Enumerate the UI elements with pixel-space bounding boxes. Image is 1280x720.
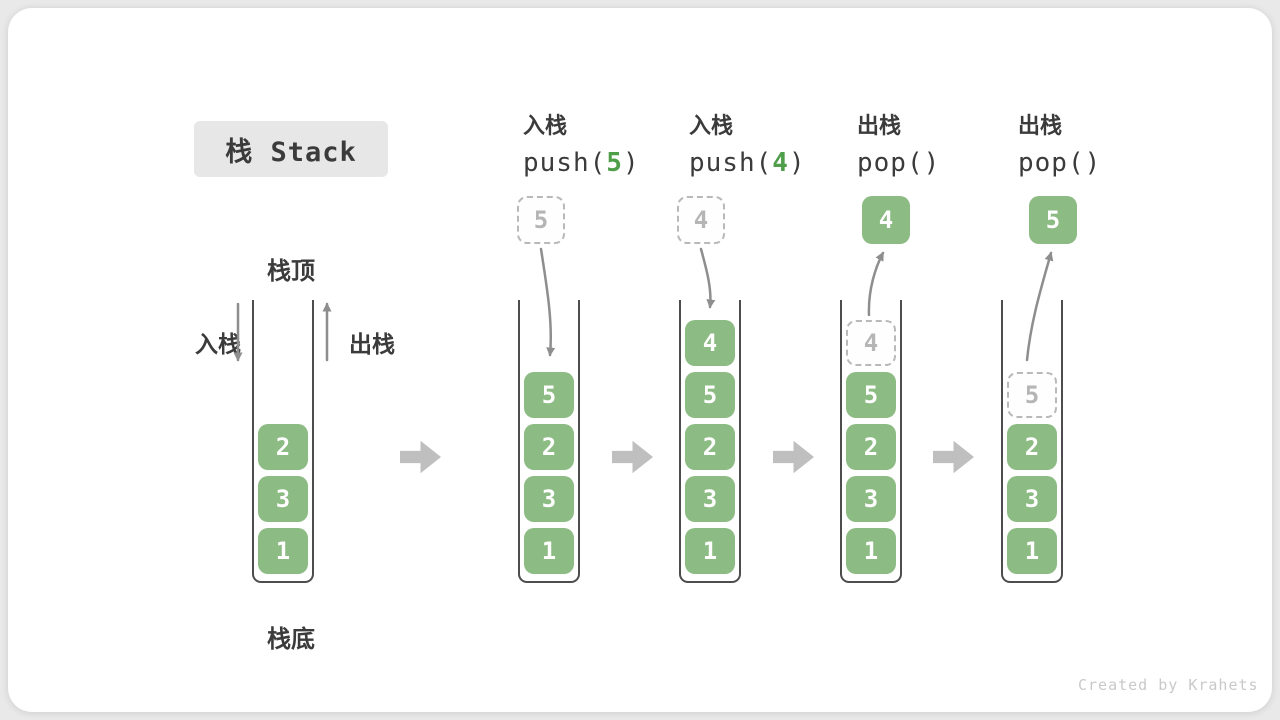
operation-name: 入栈 — [689, 113, 734, 138]
stack-cell: 3 — [846, 476, 896, 522]
floating-popped-value-box: 5 — [1029, 196, 1077, 244]
pop-label: 出栈 — [349, 331, 395, 357]
stack-cell: 3 — [258, 476, 308, 522]
operation-label-pop-2: 出栈 pop() — [1018, 111, 1188, 178]
stack-bottom-label: 栈底 — [267, 626, 315, 653]
stack-cell: 1 — [258, 528, 308, 574]
code-argument: 4 — [772, 148, 789, 178]
stack-container-4 — [840, 300, 902, 583]
stack-cell-placeholder: 4 — [846, 320, 896, 366]
stack-cell: 2 — [258, 424, 308, 470]
code-argument: 5 — [606, 148, 623, 178]
diagram-layer: 2 3 1 5 2 3 1 5 4 5 2 3 1 4 4 5 2 3 1 4 5 2 3 1 5 — [8, 8, 1272, 712]
stack-cell: 3 — [524, 476, 574, 522]
stack-container-2 — [518, 300, 580, 583]
operation-code: push(5) — [523, 148, 640, 178]
operation-label-push-4: 入栈 push(4) — [689, 111, 859, 178]
stack-cell: 1 — [846, 528, 896, 574]
stack-cell-placeholder: 5 — [1007, 372, 1057, 418]
stack-container-1 — [252, 300, 314, 583]
stack-cell: 4 — [685, 320, 735, 366]
stack-cell: 3 — [685, 476, 735, 522]
stack-container-3 — [679, 300, 741, 583]
operation-code: pop() — [857, 148, 941, 178]
stack-cell: 2 — [846, 424, 896, 470]
stack-cell: 1 — [685, 528, 735, 574]
floating-push-value-box: 4 — [677, 196, 725, 244]
operation-label-pop-1: 出栈 pop() — [857, 111, 1027, 178]
floating-popped-value-box: 4 — [862, 196, 910, 244]
stack-cell: 5 — [524, 372, 574, 418]
stack-cell: 2 — [1007, 424, 1057, 470]
operation-name: 入栈 — [523, 113, 568, 138]
stack-cell: 2 — [524, 424, 574, 470]
stack-cell: 1 — [1007, 528, 1057, 574]
floating-push-value-box: 5 — [517, 196, 565, 244]
operation-code: pop() — [1018, 148, 1102, 178]
canvas-card: 栈 Stack 入栈 push(5) 入栈 push(4) 出栈 pop() 出… — [8, 8, 1272, 712]
stack-cell: 5 — [685, 372, 735, 418]
stack-top-label: 栈顶 — [267, 258, 315, 285]
stack-cell: 1 — [524, 528, 574, 574]
operation-name: 出栈 — [857, 113, 902, 138]
operation-name: 出栈 — [1018, 113, 1063, 138]
stack-cell: 5 — [846, 372, 896, 418]
push-label: 入栈 — [195, 331, 241, 357]
stack-cell: 3 — [1007, 476, 1057, 522]
watermark: Created by Krahets — [1078, 676, 1259, 694]
operation-code: push(4) — [689, 148, 806, 178]
stack-cell: 2 — [685, 424, 735, 470]
title-badge: 栈 Stack — [194, 121, 388, 177]
stack-container-5 — [1001, 300, 1063, 583]
operation-label-push-5: 入栈 push(5) — [523, 111, 693, 178]
